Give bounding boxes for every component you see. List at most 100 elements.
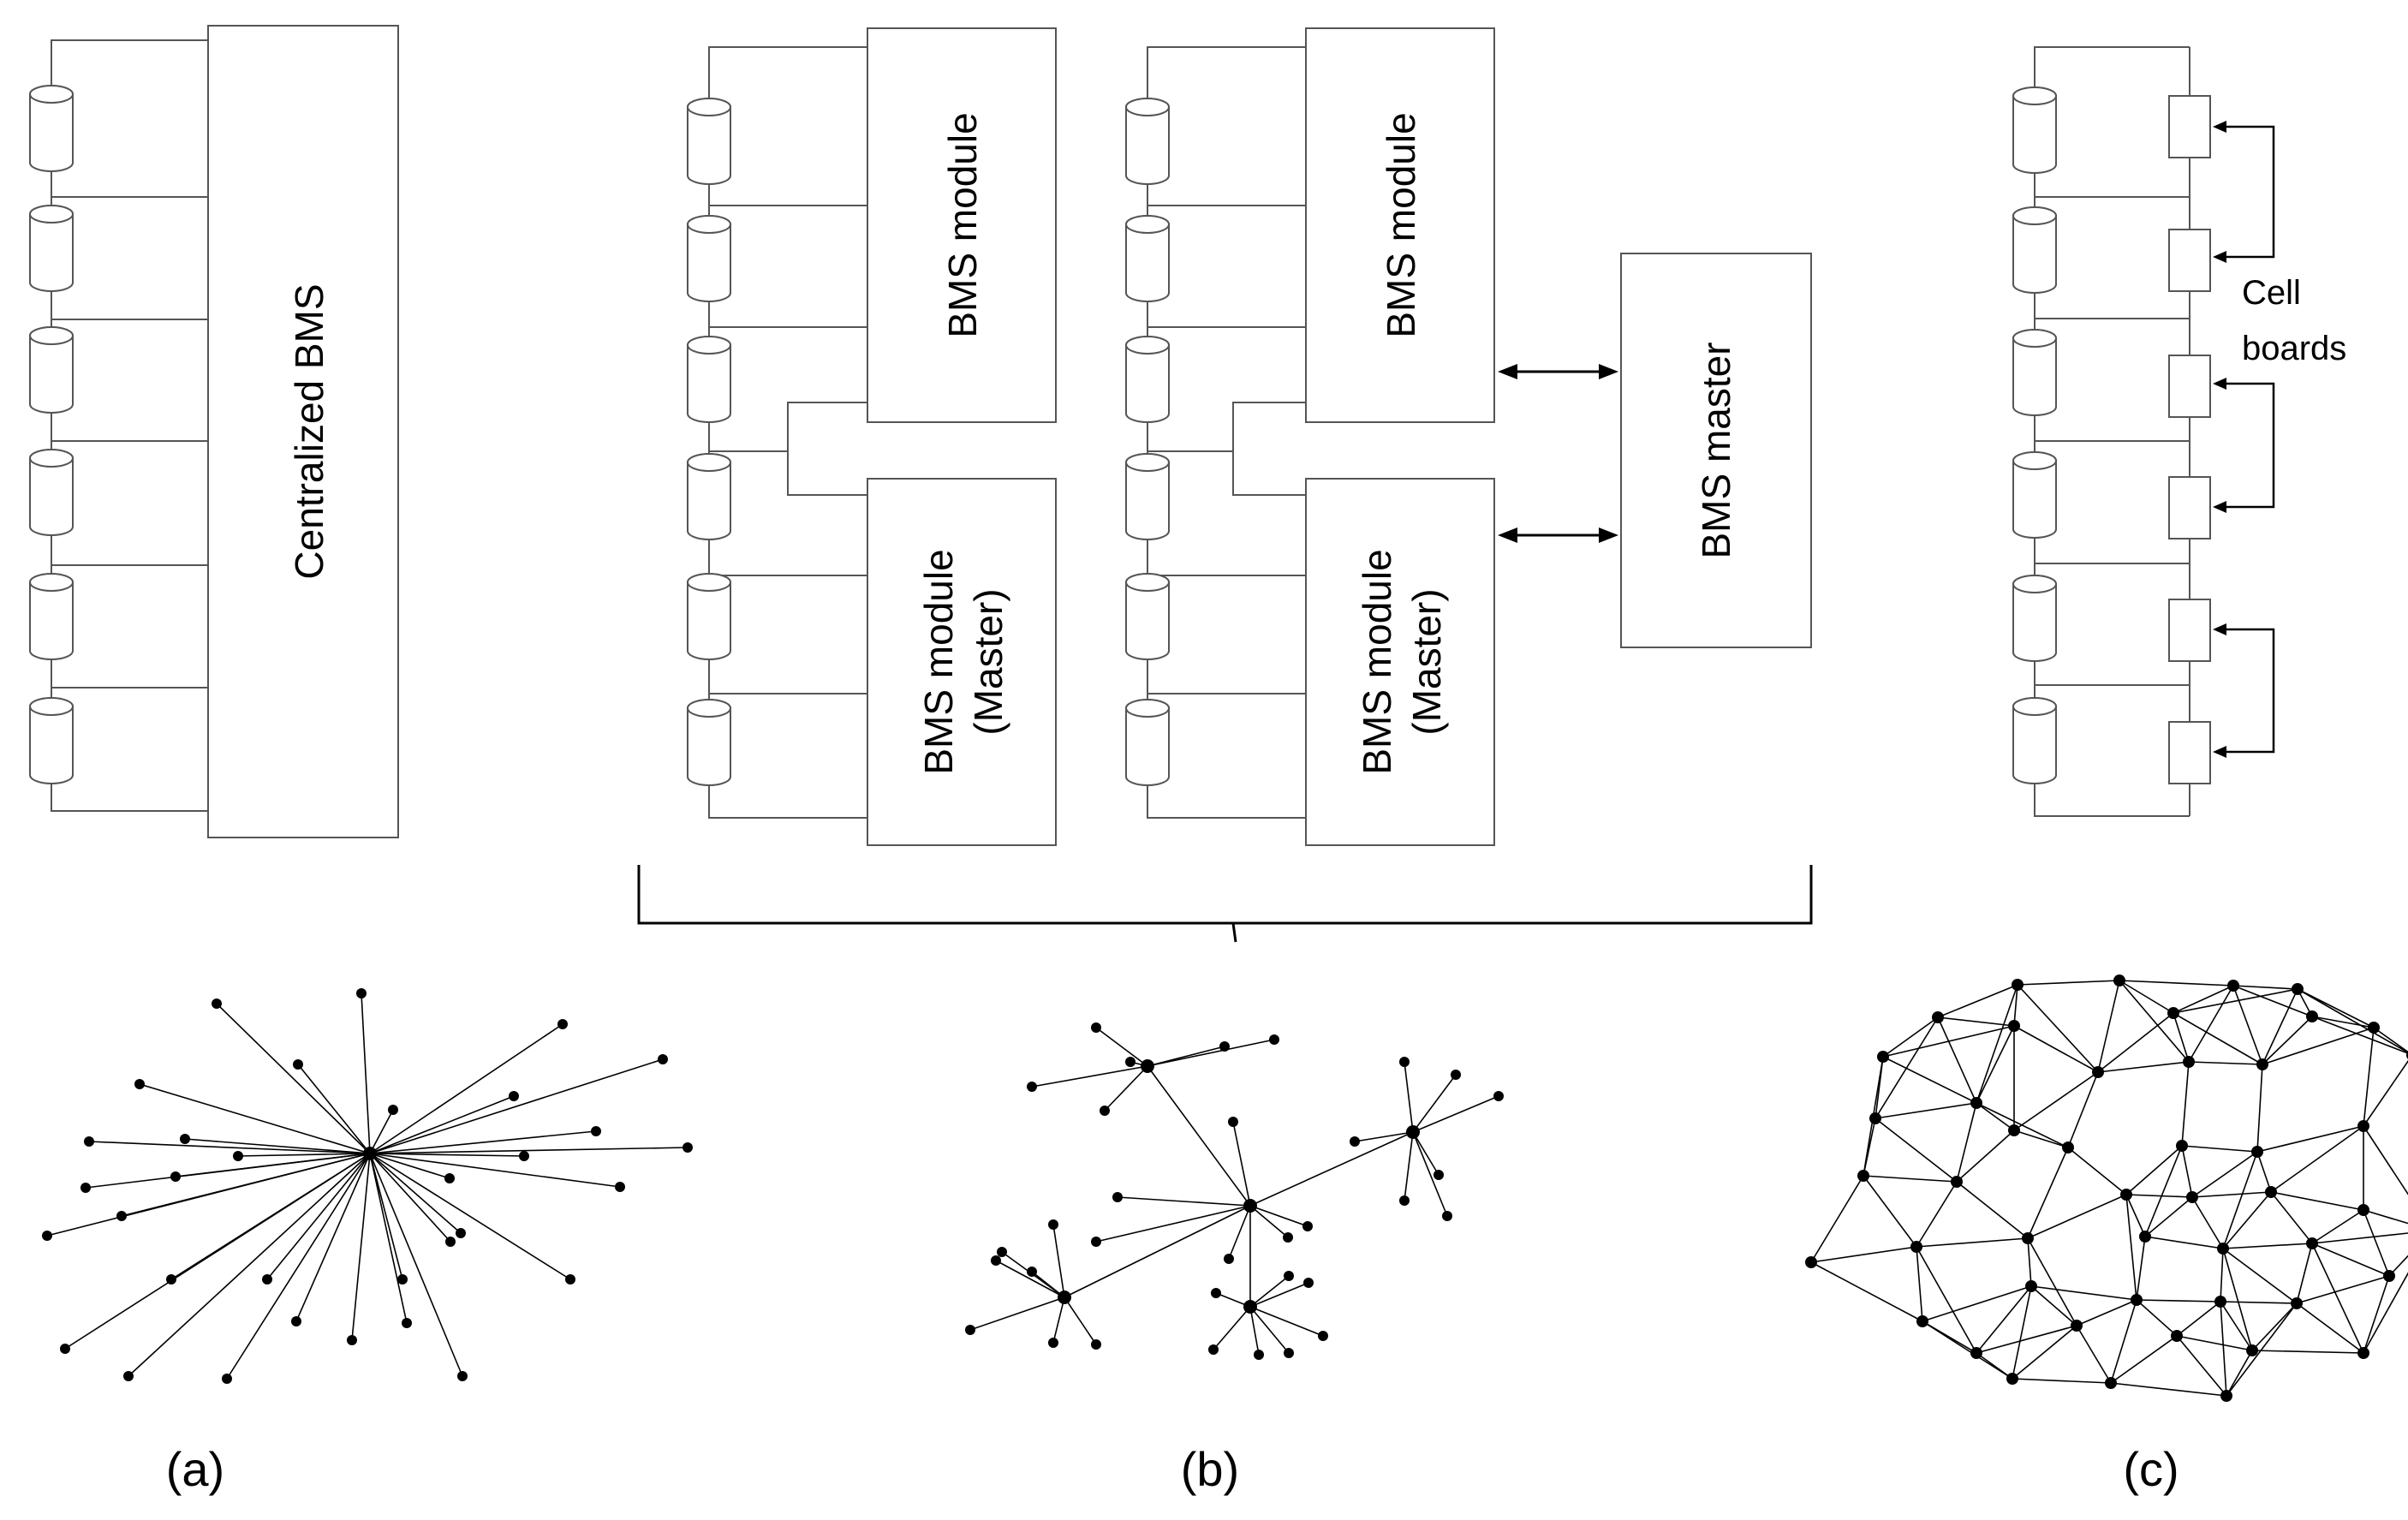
graph-edge [1937, 984, 2018, 1018]
graph-edge [2097, 1012, 2174, 1073]
graph-edge [237, 1153, 371, 1157]
graph-node [123, 1371, 134, 1381]
battery-cell-3 [1125, 336, 1170, 423]
board-link-2 [2226, 382, 2275, 509]
battery-cell-6 [2012, 697, 2057, 784]
bms-module-label-2: BMS module [1379, 112, 1423, 337]
graph-edge [2226, 1350, 2253, 1397]
graph-edge [2097, 1061, 2190, 1073]
graph-hub [1058, 1291, 1071, 1304]
graph-node [1125, 1057, 1135, 1067]
graph-edge [1249, 1131, 1414, 1207]
graph-edge [369, 1153, 525, 1157]
graph-node [444, 1173, 455, 1183]
panel-c-distributed: Cell boards [2012, 46, 2346, 817]
graph-edge [2027, 1237, 2032, 1287]
battery-stack-a [29, 39, 208, 812]
graph-node [1350, 1136, 1360, 1147]
graph-edge [2220, 1301, 2253, 1351]
graph-edge [2097, 980, 2120, 1073]
graph-node [1100, 1106, 1110, 1116]
graph-edge [2119, 980, 2174, 1014]
graph-node [2113, 975, 2125, 987]
graph-node [1048, 1338, 1058, 1348]
graph-edge [2232, 985, 2263, 1065]
graph-edge [2311, 1016, 2408, 1054]
graph-edge [369, 1023, 563, 1154]
graph-node [2217, 1243, 2229, 1255]
series-wire [708, 46, 867, 819]
graph-edge [369, 1153, 451, 1243]
split-wire [1147, 402, 1306, 496]
graph-edge [2220, 1301, 2298, 1304]
graph-edge [2176, 1301, 2221, 1337]
graph-edge [2181, 1145, 2193, 1198]
graph-edge [2262, 1016, 2313, 1065]
graph-edge [2012, 1325, 2077, 1380]
graph-edge [1976, 1285, 2032, 1354]
arrowhead-2a [2213, 378, 2226, 390]
graph-node [1284, 1348, 1294, 1358]
graph-edge [369, 1153, 408, 1324]
graph-node [2214, 1296, 2226, 1308]
graph-node [1211, 1288, 1221, 1298]
graph-edge [2027, 1237, 2077, 1326]
graph-edge [1249, 1275, 1290, 1308]
graph-edge [1249, 1306, 1260, 1356]
graph-edge [1147, 1039, 1275, 1067]
series-wire [2034, 46, 2190, 817]
graph-node [2227, 980, 2239, 992]
star-network-graph [42, 988, 693, 1384]
cell-board-2 [2168, 229, 2211, 292]
graph-edge [2222, 1151, 2258, 1249]
graph-edge [369, 1095, 515, 1154]
graph-edge [2136, 1299, 2178, 1337]
graph-edge [1863, 1118, 1876, 1177]
graph-edge [2125, 1194, 2193, 1198]
graph-node [1451, 1070, 1461, 1080]
graph-node [2292, 983, 2304, 995]
battery-cell-6 [687, 699, 731, 786]
battery-cell-2 [1125, 215, 1170, 302]
graph-node [2368, 1022, 2380, 1034]
graph-edge [1249, 1282, 1309, 1308]
panel-a-centralized: Centralized BMS [29, 25, 399, 838]
graph-edge [1249, 1205, 1308, 1227]
graph-edge [1863, 1175, 1958, 1183]
graph-edge [2191, 1191, 2272, 1198]
battery-cell-1 [1125, 98, 1170, 185]
battery-cell-3 [29, 326, 74, 414]
graph-edge [969, 1296, 1065, 1331]
graph-edge [2222, 1191, 2272, 1249]
arrowhead-1b [2213, 251, 2226, 263]
graph-node [1857, 1170, 1869, 1182]
graph-edge [297, 1064, 371, 1154]
graph-edge [184, 1138, 371, 1154]
cell-board-4 [2168, 476, 2211, 539]
centralized-bms-box [207, 25, 399, 838]
graph-edge [369, 1130, 597, 1154]
graph-node [134, 1079, 145, 1089]
graph-edge [369, 1153, 621, 1188]
caption-b: (b) [1181, 1442, 1239, 1496]
graph-edge [1412, 1131, 1448, 1217]
battery-cell-5 [687, 573, 731, 660]
graph-edge [369, 1153, 571, 1280]
graph-edge [1404, 1061, 1414, 1133]
bidirectional-arrow-top [1498, 364, 1618, 379]
graph-edge [2191, 1196, 2224, 1249]
graph-edge [369, 1153, 450, 1179]
bms-module-box-2 [1305, 27, 1495, 423]
graph-edge [1976, 984, 2018, 1104]
battery-cell-3 [2012, 329, 2057, 416]
board-link-3 [2226, 628, 2275, 754]
graph-edge [2119, 980, 2190, 1063]
graph-edge [2110, 1335, 2178, 1384]
mesh-network-graph [1805, 975, 2408, 1402]
cell-board-3 [2168, 355, 2211, 418]
graph-edge [2388, 1255, 2408, 1277]
graph-edge [2188, 1061, 2263, 1065]
graph-edge [2297, 988, 2375, 1028]
graph-node [2357, 1204, 2369, 1216]
